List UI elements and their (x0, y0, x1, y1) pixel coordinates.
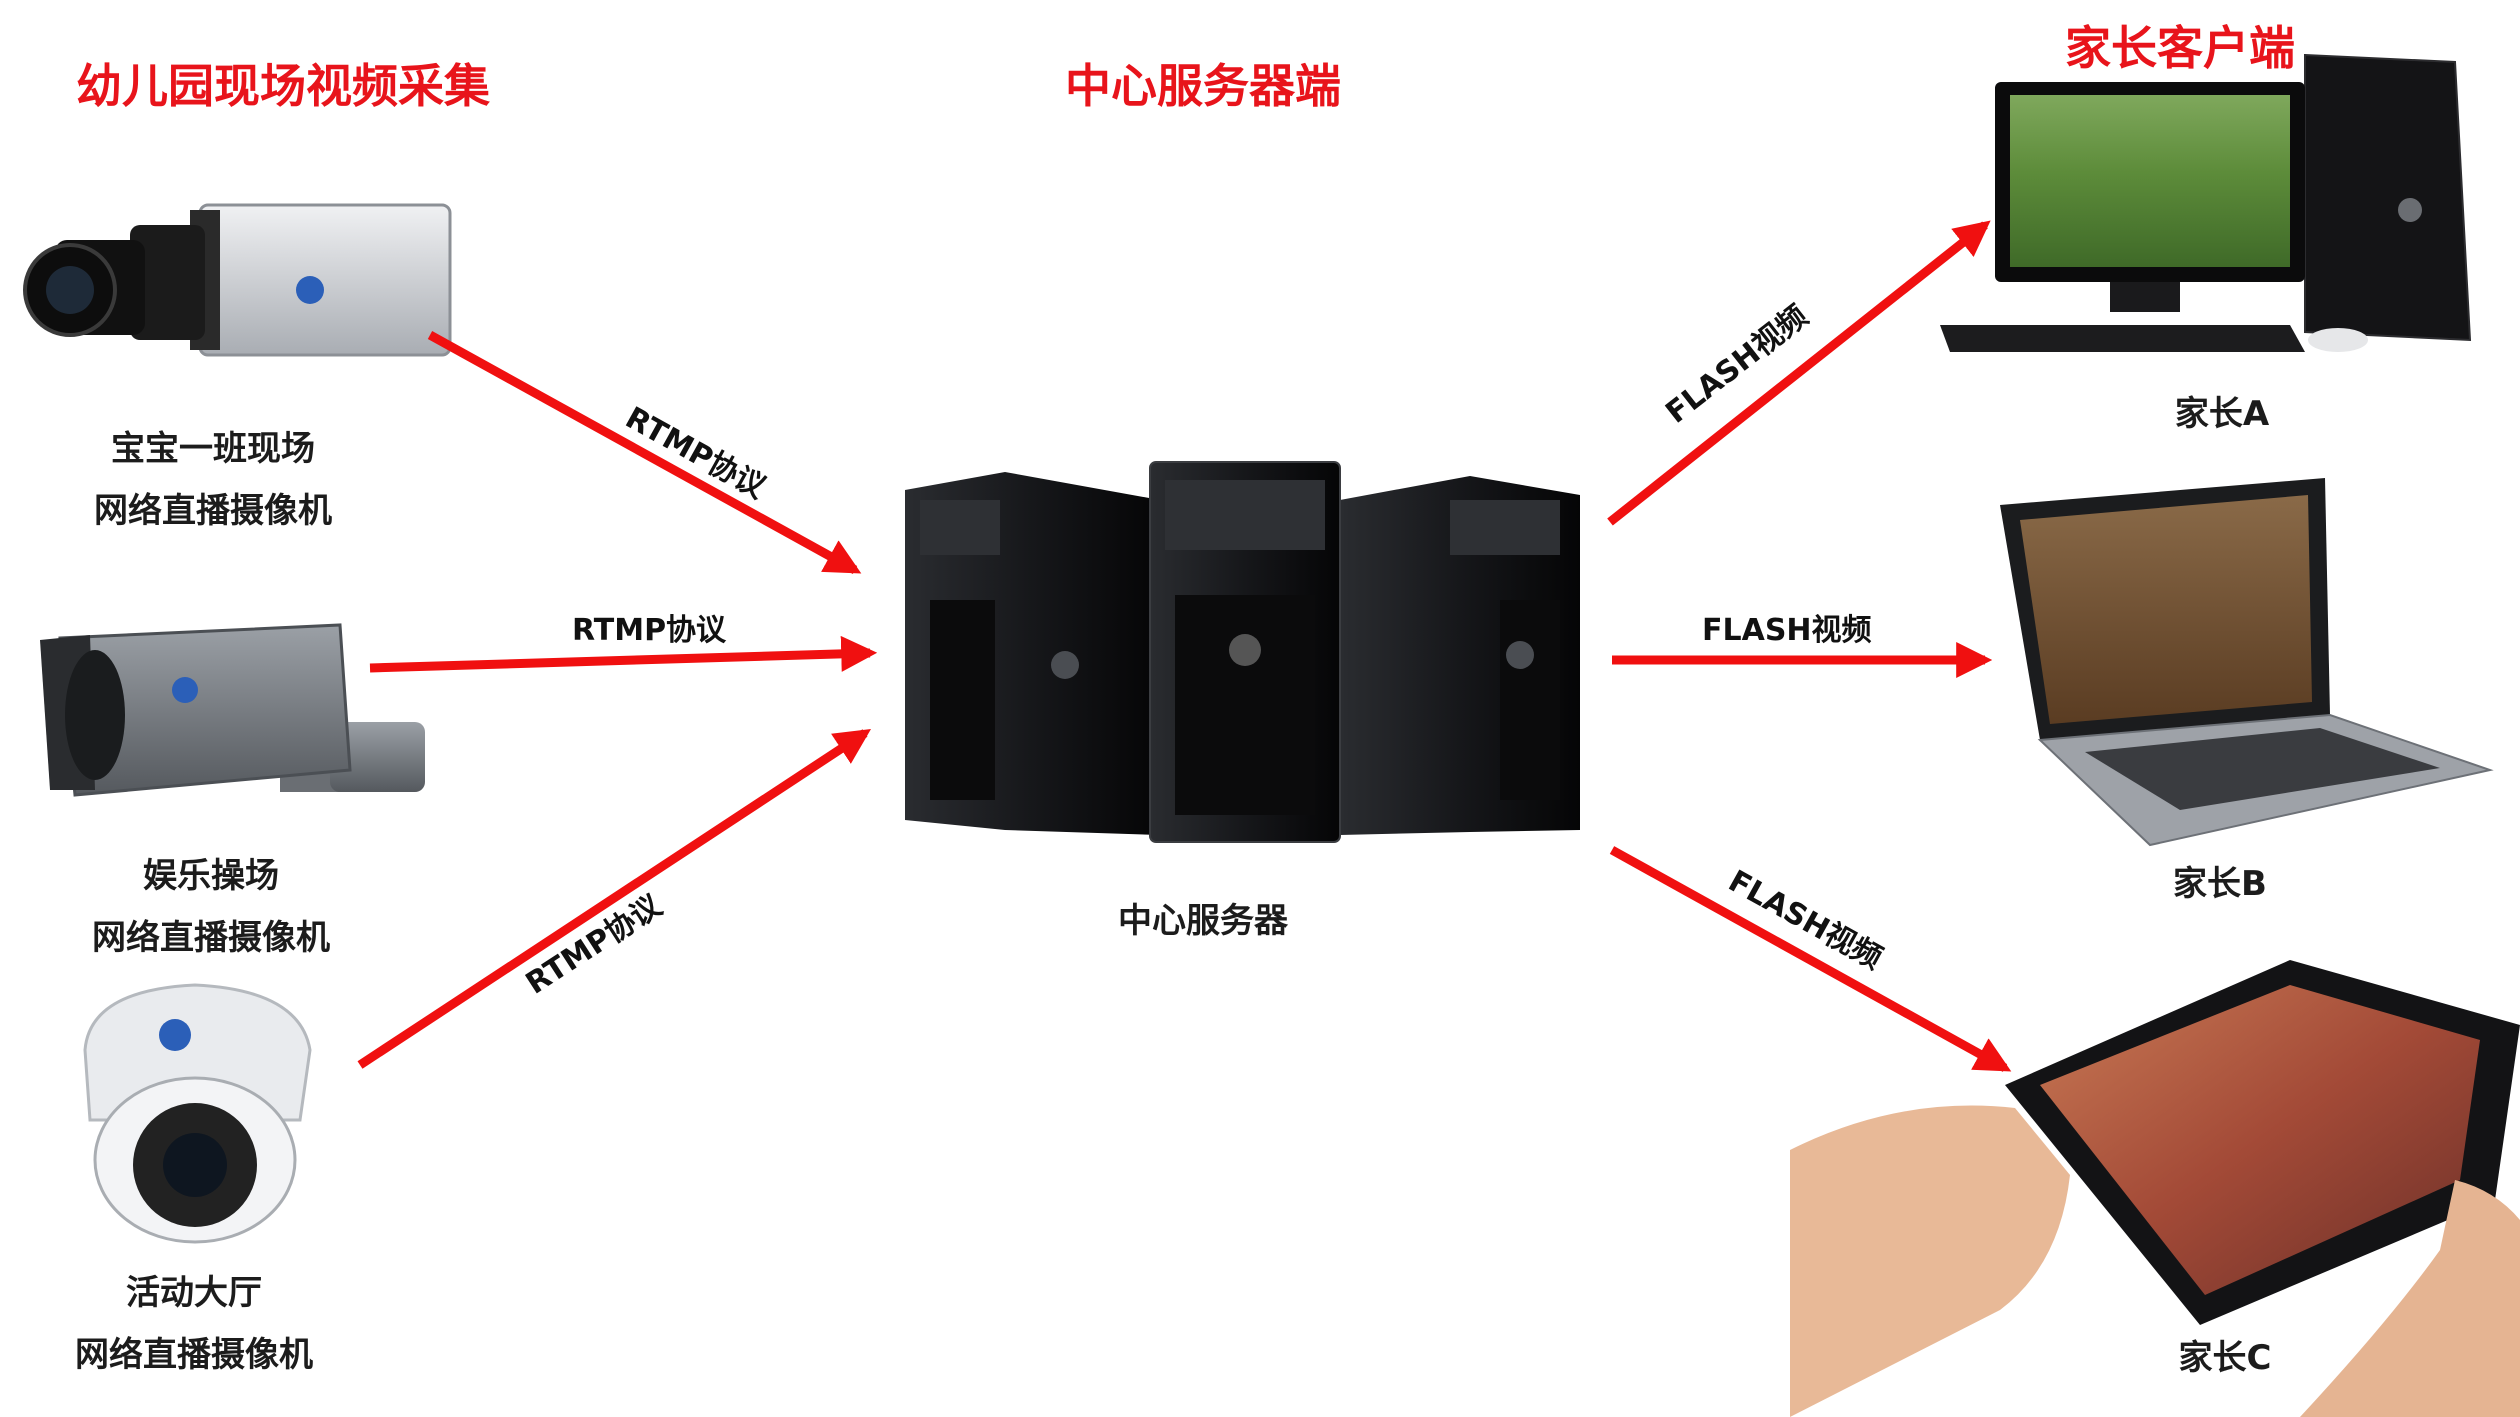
server-tower-icon (1149, 461, 1341, 843)
camera-label-2-line2: 网络直播摄像机 (92, 918, 330, 958)
bullet-camera-icon (40, 623, 425, 797)
camera-label-1-line2: 网络直播摄像机 (94, 491, 332, 531)
rtmp-arrow-2 (369, 635, 878, 673)
client-label-c: 家长C (2178, 1338, 2272, 1378)
flash-arrow-3 (1609, 846, 2012, 1072)
camera-label-3-line1: 活动大厅 (126, 1273, 262, 1313)
camera-label-3-line2: 网络直播摄像机 (75, 1335, 313, 1375)
server-tower-icon (905, 472, 1160, 835)
flash-arrow-1 (1607, 220, 1991, 526)
server-heading: 中心服务器端 (1065, 59, 1341, 113)
camera-label-2-line1: 娱乐操场 (143, 856, 279, 896)
rtmp-arrow-1 (427, 331, 862, 574)
camera-label-2: 娱乐操场 网络直播摄像机 (92, 845, 330, 969)
laptop-icon (2000, 478, 2494, 847)
dome-camera-icon (83, 983, 312, 1244)
flash-label-2: FLASH视频 (1702, 613, 1872, 648)
client-heading: 家长客户端 (2065, 21, 2295, 75)
camera-label-3: 活动大厅 网络直播摄像机 (75, 1262, 313, 1386)
box-camera-icon (23, 203, 452, 357)
capture-heading: 幼儿园现场视频采集 (76, 59, 490, 113)
camera-label-1: 宝宝一班现场 网络直播摄像机 (94, 418, 332, 542)
rtmp-label-2: RTMP协议 (572, 613, 727, 648)
desktop-computer-icon (1940, 53, 2472, 352)
camera-label-1-line1: 宝宝一班现场 (111, 429, 315, 469)
client-label-b: 家长B (2173, 864, 2267, 904)
client-label-a: 家长A (2174, 394, 2270, 434)
server-label: 中心服务器 (1118, 901, 1288, 941)
server-tower-icon (1340, 476, 1580, 835)
rtmp-arrow-3 (357, 729, 872, 1069)
tablet-icon (1790, 960, 2520, 1417)
